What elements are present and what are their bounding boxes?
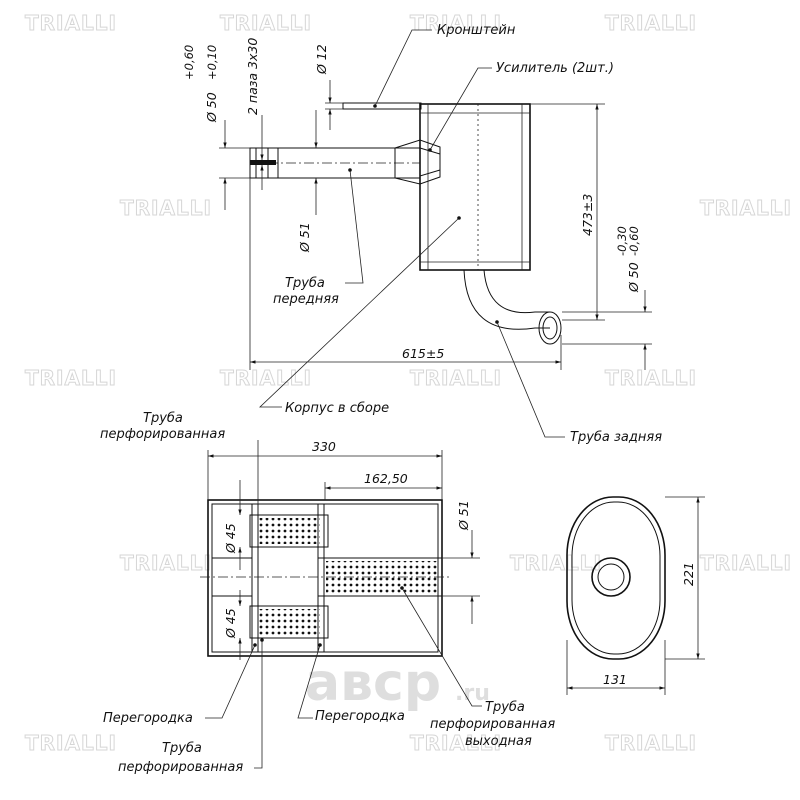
watermark-tile: TRIALLI — [510, 551, 602, 575]
reinforcement — [394, 139, 441, 185]
label-perf-pipe-top-2: перфорированная — [100, 427, 225, 442]
label-perf-pipe-bottom: Труба — [162, 741, 202, 756]
watermark-tile: TRIALLI — [410, 366, 502, 390]
label-baffle-left: Перегородка — [103, 711, 193, 726]
dim-outlet-dia: Ø 50 — [626, 262, 641, 293]
end-view — [566, 496, 705, 695]
watermark-tile: TRIALLI — [700, 551, 792, 575]
dim-section-pipe-dia: Ø 51 — [456, 500, 471, 531]
label-reinforcement: Усилитель (2шт.) — [496, 61, 614, 76]
side-view — [219, 29, 652, 438]
dim-slots: 2 паза 3х30 — [245, 38, 260, 115]
label-baffle-right: Перегородка — [315, 709, 405, 724]
watermark-tile: TRIALLI — [220, 366, 312, 390]
label-perf-pipe-top: Труба — [143, 411, 183, 426]
site-watermark: авср — [305, 653, 441, 713]
baffle-left — [251, 503, 259, 653]
watermark-tile: TRIALLI — [25, 731, 117, 755]
label-bracket: Кронштейн — [437, 23, 516, 38]
watermark-tile: TRIALLI — [700, 196, 792, 220]
perf-pipe-top — [249, 514, 329, 548]
dim-perf-top-dia: Ø 45 — [223, 523, 238, 554]
watermark-tile: TRIALLI — [605, 366, 697, 390]
dim-end-width: 131 — [603, 672, 627, 687]
watermark-tile: TRIALLI — [605, 731, 697, 755]
watermark-tile: TRIALLI — [410, 11, 502, 35]
dim-outlet-tol-upper: -0,30 — [615, 226, 629, 256]
muffler-body — [419, 103, 531, 271]
watermark-tile: TRIALLI — [410, 731, 502, 755]
label-perf-pipe-out-2: перфорированная — [430, 717, 555, 732]
watermark-tile: TRIALLI — [605, 11, 697, 35]
watermark-tile: TRIALLI — [120, 551, 212, 575]
section-view — [200, 440, 482, 769]
watermark-layer: TRIALLI TRIALLI TRIALLI TRIALLI TRIALLI … — [25, 11, 792, 756]
perf-pipe-bottom — [249, 605, 329, 639]
label-perf-pipe-out: Труба — [485, 700, 525, 715]
dim-front-pipe-dia: Ø 51 — [297, 222, 312, 253]
watermark-tile: TRIALLI — [120, 196, 212, 220]
dim-outlet-tol-lower: -0,60 — [627, 226, 641, 256]
dim-end-height: 221 — [681, 562, 696, 586]
watermark-tile: TRIALLI — [25, 366, 117, 390]
label-perf-pipe-bottom-2: перфорированная — [118, 760, 243, 775]
dim-inlet-tol-upper: +0,60 — [182, 45, 196, 80]
label-front-pipe-2: передняя — [273, 292, 339, 307]
bracket — [342, 102, 422, 110]
label-rear-pipe: Труба задняя — [570, 430, 662, 445]
dim-length: 615±5 — [402, 346, 444, 361]
end-view-outer — [566, 496, 666, 660]
dim-section-width: 330 — [312, 439, 336, 454]
dim-inlet-dia: Ø 50 — [204, 92, 219, 123]
dim-inlet-tol-lower: +0,10 — [205, 45, 219, 80]
label-body: Корпус в сборе — [285, 401, 389, 416]
dim-bracket-dia: Ø 12 — [314, 44, 329, 75]
dim-height: 473±3 — [580, 194, 595, 236]
label-perf-pipe-out-3: выходная — [465, 734, 532, 749]
rear-pipe — [463, 269, 550, 330]
watermark-tile: TRIALLI — [220, 11, 312, 35]
label-front-pipe: Труба — [285, 276, 325, 291]
site-watermark-suffix: .ru — [455, 681, 490, 706]
dim-section-half: 162,50 — [364, 471, 408, 486]
end-view-outlet — [591, 557, 631, 597]
watermark-tile: TRIALLI — [25, 11, 117, 35]
dim-perf-bottom-dia: Ø 45 — [223, 608, 238, 639]
